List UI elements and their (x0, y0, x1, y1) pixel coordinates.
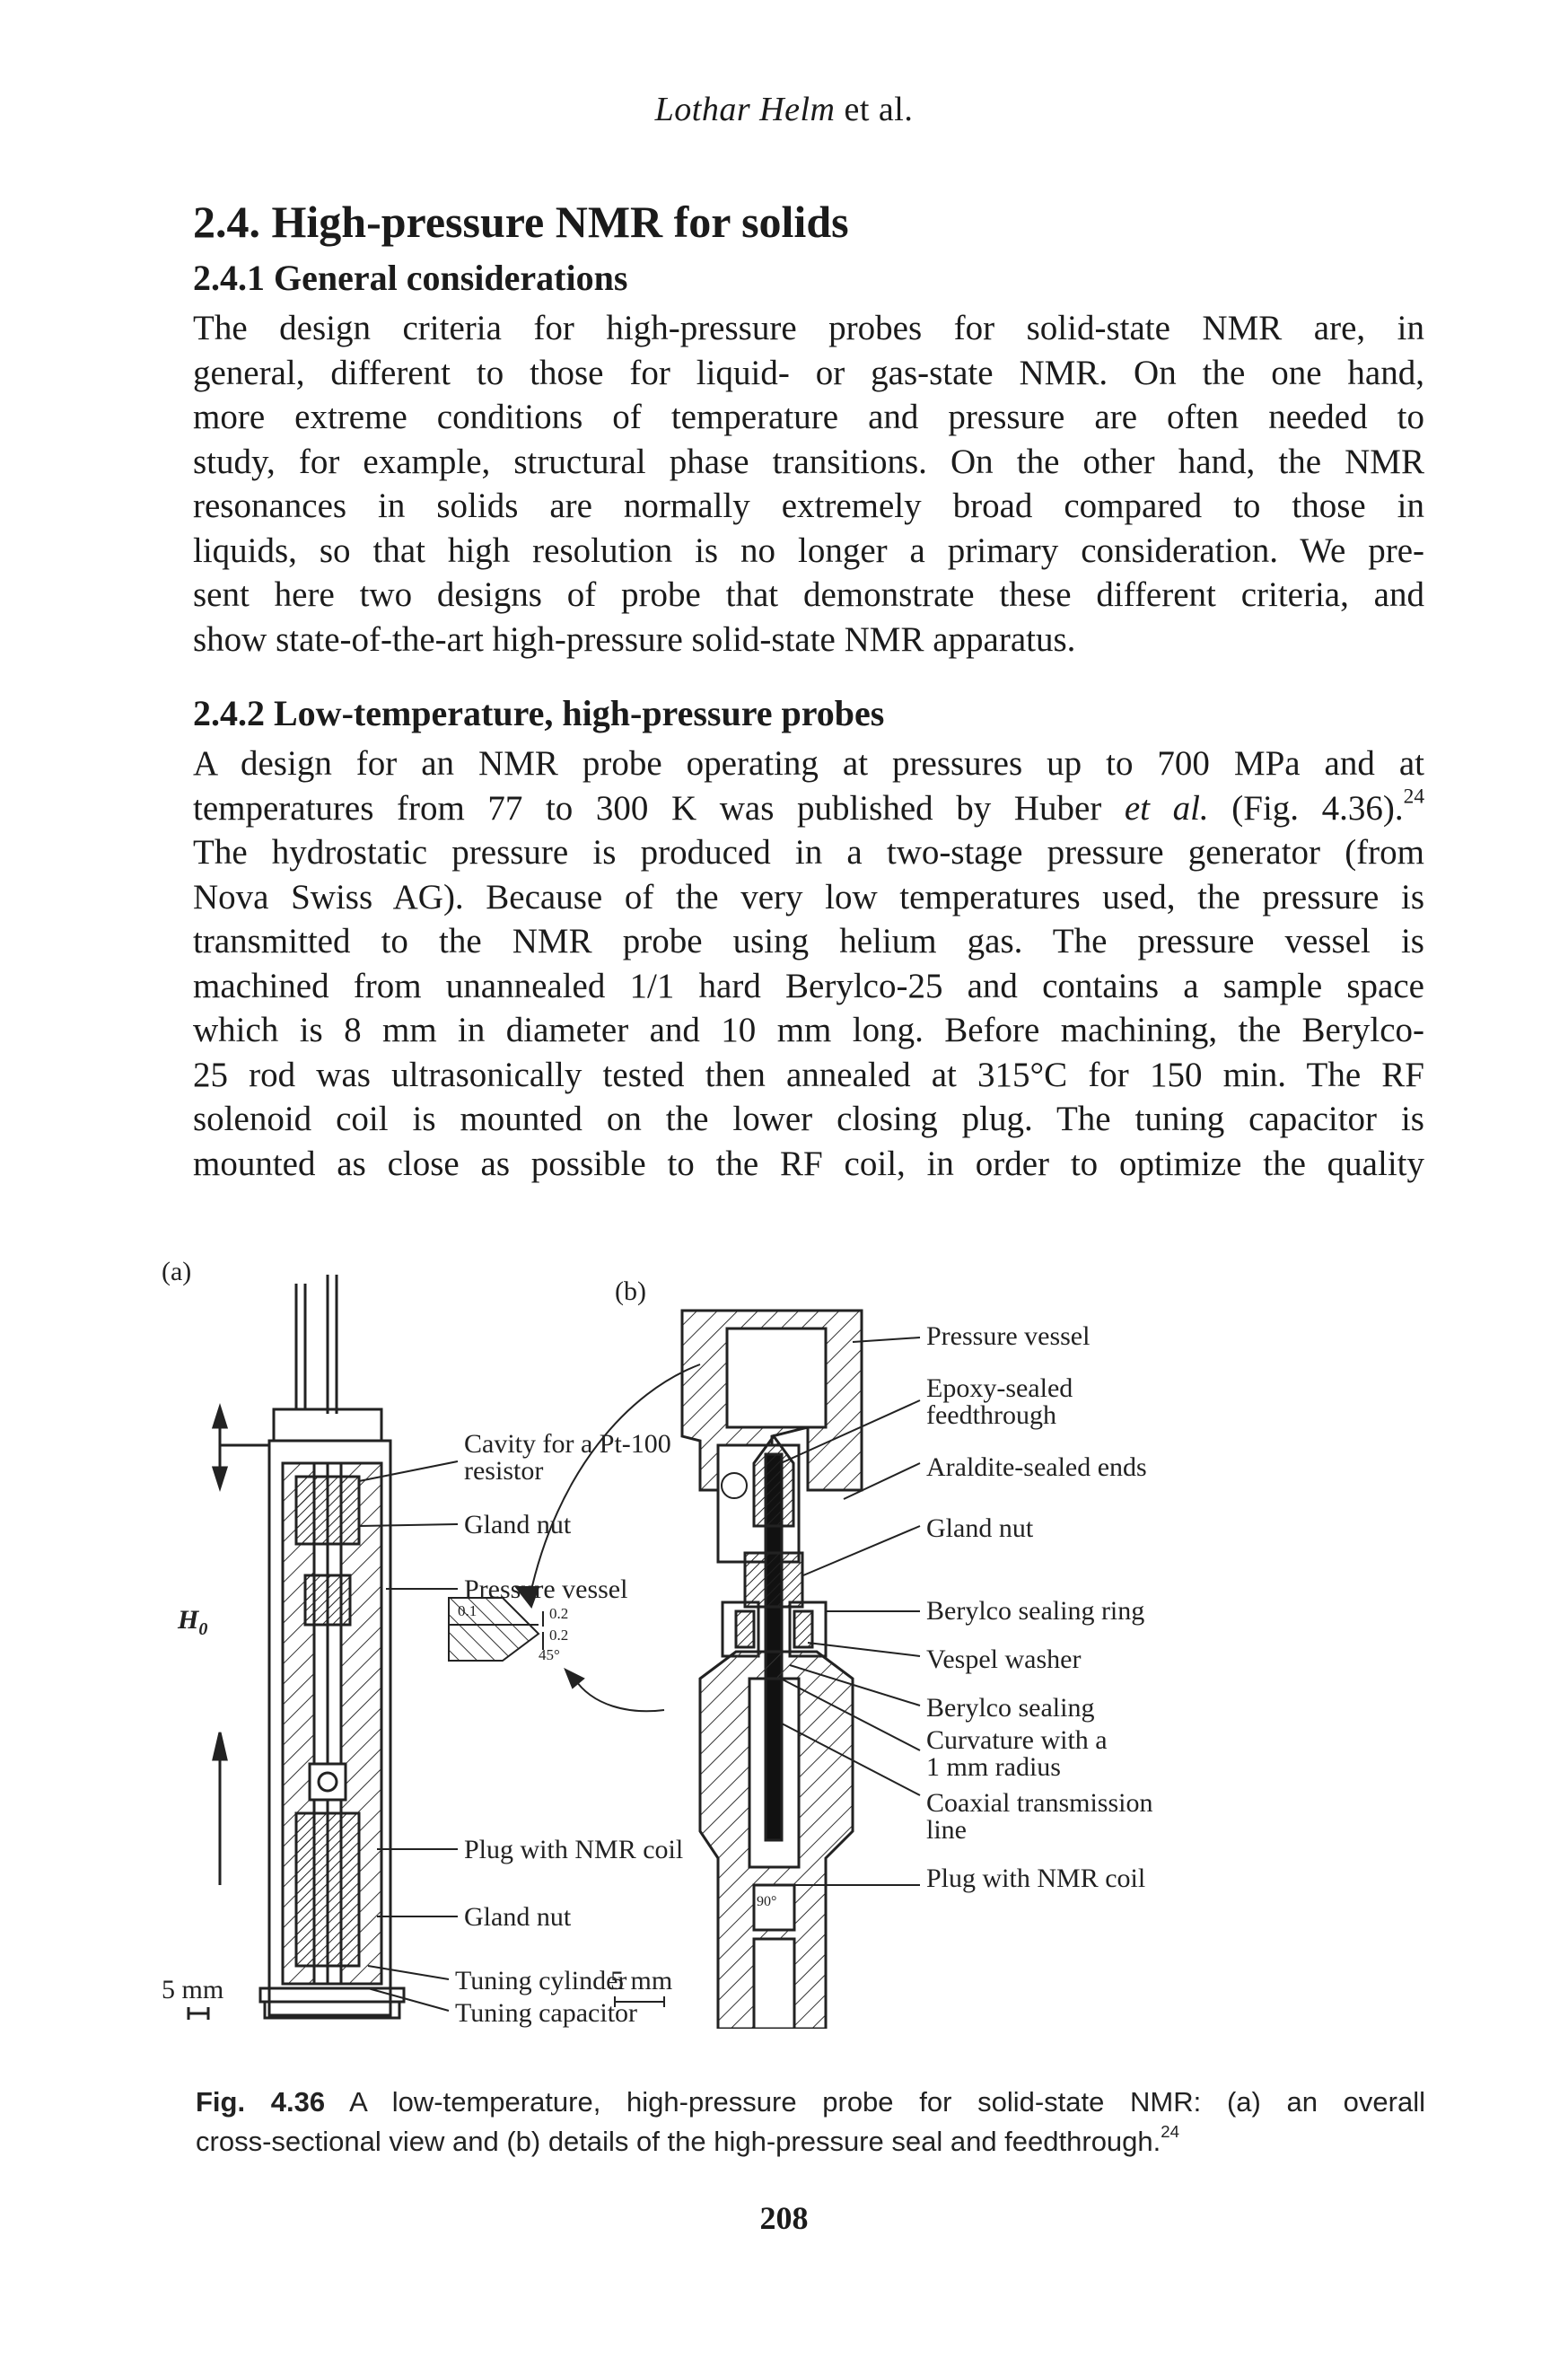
section-title: High-pressure NMR for solids (271, 197, 849, 247)
label-coax-line1: Coaxial transmission (926, 1788, 1153, 1818)
detail-angle-45: 45° (539, 1646, 560, 1663)
label-cavity-line1: Cavity for a Pt-100 (464, 1429, 671, 1459)
label-pressure-vessel-b: Pressure vessel (926, 1321, 1091, 1351)
text-line: show state-of-the-art high-pressure soli… (193, 619, 1076, 659)
panel-a-drawing (187, 1275, 459, 2020)
angle-90-label: 90° (757, 1894, 777, 1909)
detail-dim-01: 0.1 (458, 1602, 477, 1619)
text-line-citation: temperatures from 77 to 300 K was publis… (193, 784, 1425, 831)
subsection-heading-general: 2.4.1 General considerations (193, 258, 628, 298)
text-line: mounted as close as possible to the RF c… (193, 1144, 1424, 1183)
field-symbol: H (178, 1605, 199, 1635)
label-berylco-sealing: Berylco sealing (926, 1693, 1095, 1723)
field-subscript: 0 (198, 1619, 208, 1639)
text-line: The design criteria for high-pressure pr… (193, 309, 1424, 347)
label-vespel-washer: Vespel washer (926, 1644, 1082, 1674)
label-sealing-ring: Berylco sealing ring (926, 1596, 1145, 1626)
text-line: solenoid coil is mounted on the lower cl… (193, 1100, 1424, 1138)
text-line: machined from unannealed 1/1 hard Berylc… (193, 966, 1424, 1005)
label-curvature-line2: 1 mm radius (926, 1752, 1061, 1782)
figure-caption: Fig. 4.36 A low-temperature, high-pressu… (196, 2083, 1425, 2162)
detail-dim-02a: 0.2 (549, 1605, 569, 1622)
caption-line2: cross-sectional view and (b) details of … (196, 2122, 1425, 2162)
text-fragment: temperatures from 77 to 300 K was publis… (193, 788, 1125, 828)
figure-drawing (187, 1275, 921, 2029)
text-line: resonances in solids are normally extrem… (193, 487, 1424, 525)
label-cavity-line2: resistor (464, 1456, 544, 1486)
section-heading: 2.4. High-pressure NMR for solids (193, 196, 849, 248)
text-line: general, different to those for liquid- … (193, 353, 1424, 392)
detail-inset-drawing (448, 1364, 701, 1713)
text-fragment: (Fig. 4.36). (1208, 788, 1404, 828)
panel-b-drawing (614, 1309, 921, 2029)
label-plug-a: Plug with NMR coil (464, 1835, 684, 1864)
label-plug-b: Plug with NMR coil (926, 1864, 1146, 1893)
page-number: 208 (759, 2200, 809, 2236)
label-field-h0: H0 (178, 1605, 207, 1640)
scale-bar-a-label: 5 mm (162, 1975, 224, 2004)
label-araldite: Araldite-sealed ends (926, 1452, 1147, 1482)
text-line: 25 rod was ultrasonically tested then an… (193, 1055, 1424, 1094)
label-tuning-cylinder: Tuning cylinder (455, 1966, 627, 1995)
label-epoxy-line1: Epoxy-sealed (926, 1373, 1073, 1403)
label-epoxy-line2: feedthrough (926, 1400, 1056, 1430)
text-line: liquids, so that high resolution is no l… (193, 531, 1424, 570)
etal-italic: et al. (1124, 788, 1209, 828)
text-line: study, for example, structural phase tra… (193, 442, 1424, 481)
paragraph-low-temperature-probes: A design for an NMR probe operating at p… (193, 741, 1424, 1186)
figure-4-36: (a) Cavity for a Pt-100 resistor Gland n… (162, 1257, 1436, 2029)
panel-b-label: (b) (615, 1276, 646, 1306)
text-line: more extreme conditions of temperature a… (193, 398, 1424, 436)
text-line: transmitted to the NMR probe using heliu… (193, 922, 1424, 960)
caption-line1: Fig. 4.36 A low-temperature, high-pressu… (196, 2083, 1425, 2122)
detail-dim-02b: 0.2 (549, 1627, 569, 1644)
caption-figure-label: Fig. 4.36 (196, 2086, 326, 2118)
caption-text: A low-temperature, high-pressure probe f… (325, 2086, 1425, 2118)
label-curvature-line1: Curvature with a (926, 1725, 1108, 1755)
running-head: Lothar Helm et al. (0, 90, 1568, 129)
text-line: A design for an NMR probe operating at p… (193, 744, 1424, 783)
text-line: Nova Swiss AG). Because of the very low … (193, 877, 1424, 917)
label-tuning-capacitor: Tuning capacitor (455, 1998, 638, 2028)
label-coax-line2: line (926, 1815, 967, 1845)
label-gland-nut-top: Gland nut (464, 1510, 572, 1539)
running-head-etal: et al. (835, 91, 914, 128)
text-line: The hydrostatic pressure is produced in … (193, 833, 1424, 872)
caption-reference: 24 (1161, 2122, 1179, 2142)
reference-superscript: 24 (1403, 784, 1425, 808)
panel-a-label: (a) (162, 1257, 192, 1286)
scale-bar-b-label: 5 mm (610, 1966, 673, 1995)
caption-text: cross-sectional view and (b) details of … (196, 2126, 1161, 2157)
running-head-author: Lothar Helm (654, 91, 836, 128)
text-line: which is 8 mm in diameter and 10 mm long… (193, 1011, 1424, 1049)
section-number: 2.4. (193, 197, 260, 247)
label-gland-nut-bottom: Gland nut (464, 1902, 572, 1932)
label-pressure-vessel-a: Pressure vessel (464, 1574, 628, 1604)
paragraph-general-considerations: The design criteria for high-pressure pr… (193, 306, 1424, 662)
text-line: sent here two designs of probe that demo… (193, 575, 1424, 614)
label-gland-nut-b: Gland nut (926, 1513, 1034, 1543)
subsection-heading-probes: 2.4.2 Low-temperature, high-pressure pro… (193, 693, 885, 733)
